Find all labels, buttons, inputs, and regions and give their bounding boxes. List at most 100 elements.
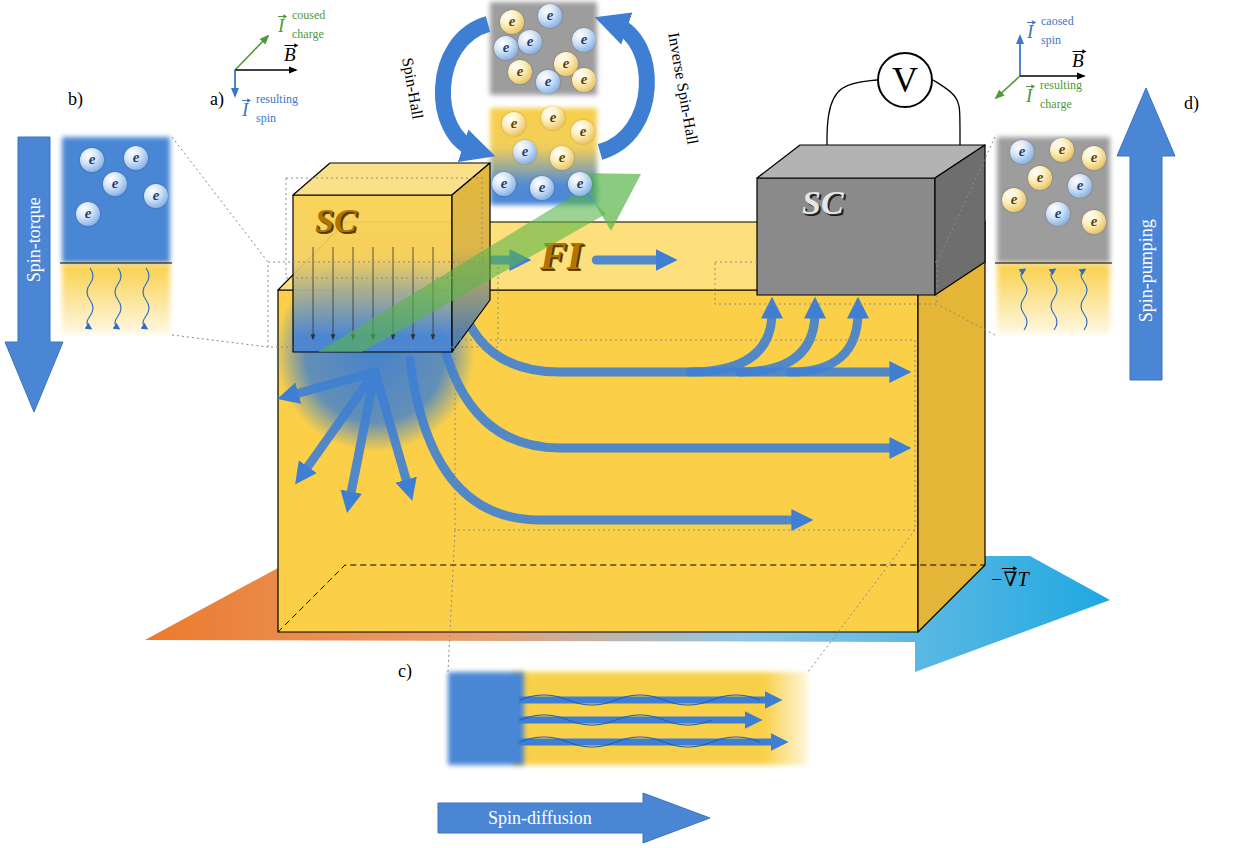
electron: e — [1010, 140, 1034, 164]
leader-group — [172, 137, 995, 672]
vector-symbol: I — [242, 98, 248, 123]
magnon-wave — [520, 715, 712, 725]
electron: e — [550, 146, 574, 170]
inset-panel — [997, 264, 1110, 334]
inset-panel — [62, 137, 170, 263]
block-front-face — [757, 178, 935, 295]
electron-symbol: e — [1091, 148, 1098, 168]
electron-symbol: e — [501, 174, 508, 194]
spin-accumulation — [275, 252, 475, 452]
block-arrow-shape — [438, 793, 710, 843]
electron: e — [530, 176, 554, 200]
electron-symbol: e — [1011, 190, 1018, 210]
current-line — [313, 247, 314, 339]
axis-arrow — [234, 70, 236, 96]
vector-symbol: B — [284, 43, 296, 68]
electron-symbol: e — [580, 122, 587, 142]
spin-flow-arrow — [460, 300, 896, 372]
block-arrow-shape — [1117, 88, 1175, 380]
superscript: coused — [292, 8, 325, 24]
node-label: SC — [315, 199, 357, 243]
electron-symbol: e — [153, 186, 160, 206]
current-line — [413, 247, 414, 339]
label-anchor: Inverse Spin-Hall — [662, 30, 702, 145]
label-anchor: resulting — [256, 92, 298, 108]
electron: e — [541, 106, 565, 130]
electron-symbol: e — [1019, 142, 1026, 162]
voltmeter-wire — [933, 80, 960, 145]
electron: e — [124, 146, 148, 170]
electron: e — [1068, 174, 1092, 198]
spin-flow-arrow — [518, 697, 770, 704]
axis-arrow — [1020, 75, 1084, 76]
superscript: caosed — [1041, 14, 1074, 30]
block-arrow: Spin-pumping — [1117, 88, 1175, 380]
label-anchor: spin — [256, 111, 276, 127]
subscript: charge — [1040, 97, 1072, 113]
electron: e — [538, 4, 562, 28]
electron-symbol: e — [1059, 140, 1066, 160]
electron-symbol: e — [522, 142, 529, 162]
block-arrow: Spin-diffusion — [438, 793, 710, 843]
label-anchor: I — [242, 98, 248, 123]
panel-letter: c) — [398, 660, 412, 683]
electron: e — [500, 10, 524, 34]
electron: e — [1046, 202, 1070, 226]
voltmeter-wire — [827, 80, 877, 145]
electron: e — [571, 120, 595, 144]
superscript: resulting — [1040, 78, 1082, 94]
electron-symbol: e — [581, 70, 588, 90]
electron: e — [536, 70, 560, 94]
interface-line — [995, 262, 1112, 263]
panel-letter: b) — [68, 88, 83, 111]
block-arrow-shape — [5, 137, 63, 412]
magnon-wave — [1051, 270, 1057, 330]
shape-outline — [757, 145, 985, 295]
axis-arrow — [996, 76, 1020, 98]
spin-flow-arrow — [440, 330, 896, 448]
vector-symbol: I — [278, 14, 284, 39]
electron-symbol: e — [559, 148, 566, 168]
inset-panel — [448, 672, 524, 765]
process-label: Inverse Spin-Hall — [662, 30, 702, 145]
electron: e — [76, 202, 100, 226]
electron-symbol: e — [85, 204, 92, 224]
voltmeter-symbol: V — [877, 52, 933, 108]
electron: e — [508, 60, 532, 84]
magnon-wave — [1081, 270, 1087, 330]
curved-arrow — [443, 24, 488, 150]
spin-flow-arrow — [492, 256, 516, 265]
inset-panel — [512, 672, 808, 765]
axis-arrow — [235, 69, 296, 70]
spin-flow-arrow — [410, 360, 798, 520]
electron-symbol: e — [581, 30, 588, 50]
slab-side-face — [918, 222, 985, 632]
subscript: spin — [256, 111, 276, 127]
magnon-wave — [1021, 270, 1027, 330]
electron-symbol: e — [527, 32, 534, 52]
electron-symbol: e — [1091, 212, 1098, 232]
electron-symbol: e — [1077, 176, 1084, 196]
slab-front-face — [278, 290, 918, 632]
electron-symbol: e — [577, 174, 584, 194]
label-anchor: caosed — [1041, 14, 1074, 30]
inset-panel — [997, 137, 1110, 263]
electron: e — [492, 172, 516, 196]
electron: e — [572, 68, 596, 92]
vector-symbol: I — [1027, 20, 1033, 45]
electron-symbol: e — [547, 6, 554, 26]
electron-symbol: e — [89, 150, 96, 170]
node-label: Spin-diffusion — [488, 807, 592, 830]
label-anchor: I — [1027, 20, 1033, 45]
label-anchor: Spin-Hall — [396, 56, 427, 121]
axis-arrow — [1019, 36, 1021, 76]
electron: e — [1028, 166, 1052, 190]
gradient-symbol: −∇T — [990, 566, 1029, 592]
electron-symbol: e — [511, 114, 518, 134]
electron-symbol: e — [1037, 168, 1044, 188]
inset-panel — [62, 264, 170, 334]
current-line — [333, 247, 334, 339]
node-label: Spin-torque — [22, 197, 45, 282]
electron-symbol: e — [563, 54, 570, 74]
label-anchor: c) — [398, 660, 412, 683]
